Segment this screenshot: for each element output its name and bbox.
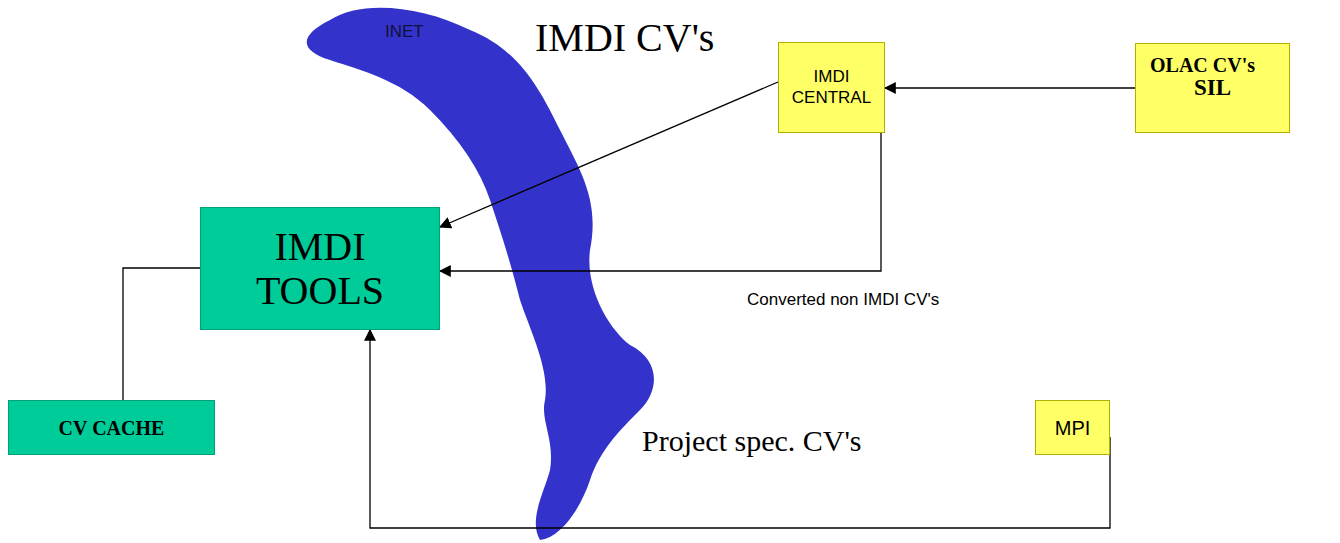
node-text: CV CACHE: [59, 416, 165, 440]
node-text: MPI: [1055, 416, 1091, 440]
main-title: IMDI CV's: [535, 14, 714, 61]
connector-arrow: [440, 133, 881, 271]
connector-arrow: [885, 87, 1135, 88]
cache-box: CV CACHE: [8, 400, 215, 455]
node-text: IMDI CENTRAL: [784, 67, 879, 108]
node-text: IMDI TOOLS: [206, 225, 434, 313]
node-text: SIL: [1194, 74, 1231, 102]
node-text: INET: [385, 22, 424, 42]
server-box: IMDI CENTRAL: [778, 42, 885, 133]
edge-label-text: Converted non IMDI CV's: [747, 290, 939, 309]
tool-box: IMDI TOOLS: [200, 207, 440, 330]
connector-arrow: [370, 330, 1110, 528]
edge-label: Project spec. CV's: [640, 424, 864, 458]
label-text: OLAC CV's: [1150, 54, 1255, 76]
connector-arrow: [123, 268, 200, 400]
institute-box: MPI: [1035, 400, 1110, 455]
label-text: IMDI CV's: [535, 15, 714, 60]
edge-label: Converted non IMDI CV's: [745, 290, 941, 310]
connector-arrow: [440, 82, 778, 227]
edge-label-text: Project spec. CV's: [642, 424, 862, 457]
group-heading: OLAC CV's: [1150, 54, 1255, 77]
